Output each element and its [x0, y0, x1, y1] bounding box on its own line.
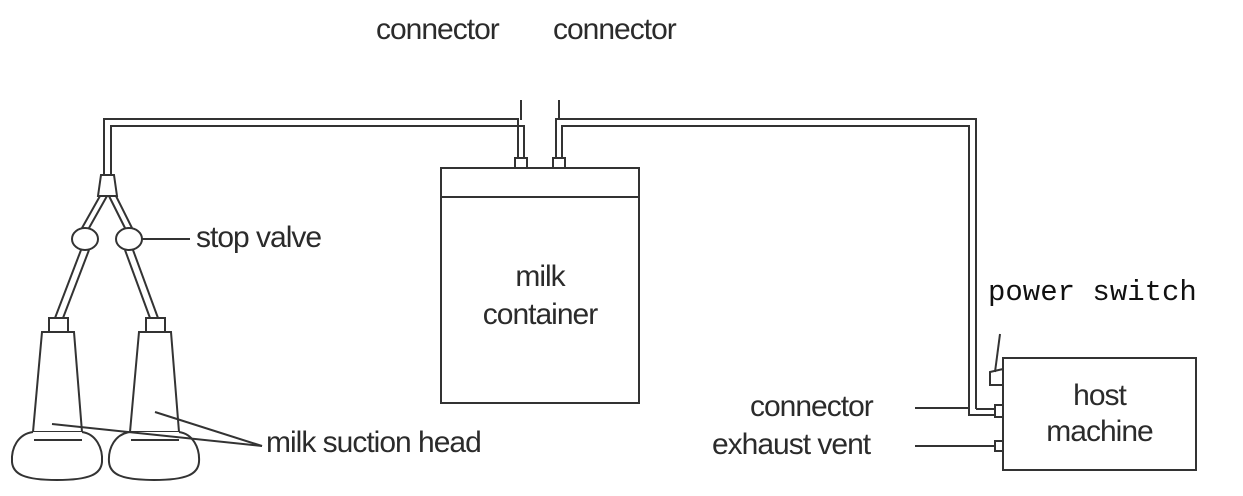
left-hose	[103, 118, 525, 175]
connector-label-right: connector	[553, 13, 677, 46]
stop-valves	[71, 227, 190, 251]
milk-container-label: milk container	[441, 258, 639, 334]
milk-container-label-line2: container	[482, 298, 598, 331]
suction-head-leaders	[51, 411, 263, 447]
host-machine-label-line1: host	[1073, 379, 1127, 412]
host-leaders	[915, 407, 995, 447]
host-connector-label: connector	[750, 390, 874, 423]
suction-head-right	[107, 317, 201, 482]
power-switch-label: power switch	[988, 276, 1197, 309]
suction-tubes	[54, 249, 159, 319]
exhaust-vent-label: exhaust vent	[712, 428, 871, 461]
host-machine-label-line2: machine	[1046, 415, 1153, 448]
connector-label-left: connector	[376, 13, 500, 46]
milk-container-label-line1: milk	[515, 260, 565, 293]
suction-head-left	[10, 317, 104, 482]
host-machine	[989, 333, 1197, 471]
milk-suction-head-label: milk suction head	[266, 426, 482, 459]
y-junction	[81, 174, 133, 229]
stop-valve-label: stop valve	[196, 221, 322, 254]
container-connectors	[514, 100, 566, 169]
milk-container	[440, 167, 640, 404]
host-machine-label: host machine	[1003, 378, 1196, 450]
